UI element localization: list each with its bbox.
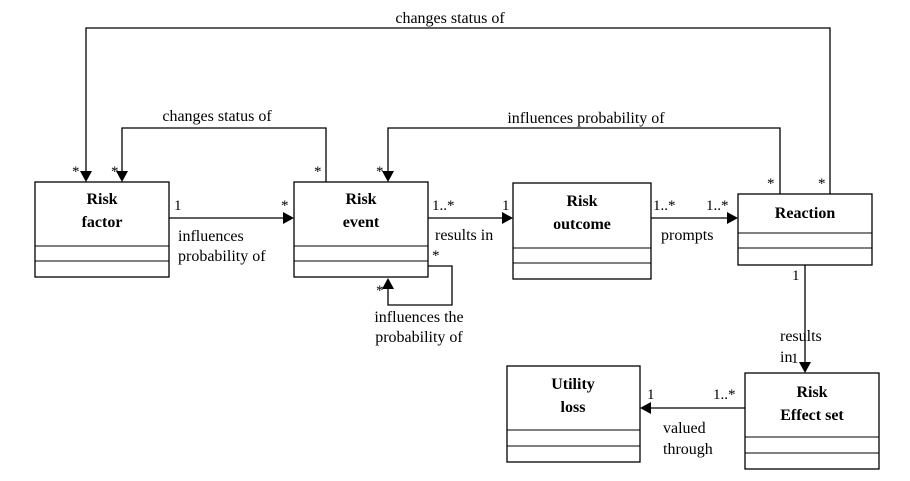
- class-title-line2: Effect set: [780, 407, 844, 424]
- label-factor-influences-line2: probability of: [178, 248, 266, 265]
- class-title-line1: Utility: [551, 376, 595, 393]
- class-risk-event: Risk event: [293, 181, 429, 278]
- arrowhead-event-changes-factor: [116, 171, 128, 182]
- label-event-self-line1: influences the: [374, 309, 463, 326]
- label-event-self-line2: probability of: [375, 329, 463, 346]
- multiplicity-effect-left: 1..*: [713, 387, 736, 403]
- multiplicity-event-right: 1..*: [432, 198, 455, 214]
- multiplicity-effect-top: 1: [791, 351, 799, 367]
- multiplicity-reaction-bottom: 1: [792, 268, 800, 284]
- class-risk-factor: Risk factor: [34, 181, 170, 278]
- label-reaction-changes-factor: changes status of: [395, 10, 505, 27]
- multiplicity-reaction-top-a: *: [767, 176, 775, 192]
- multiplicity-reaction-top-b: *: [818, 176, 826, 192]
- edge-event-changes-factor: [121, 127, 327, 182]
- label-reaction-results-line2: in: [780, 349, 792, 366]
- arrowhead-event-self: [382, 278, 394, 289]
- label-event-results-outcome: results in: [435, 227, 493, 244]
- multiplicity-event-left: *: [281, 198, 289, 214]
- multiplicity-factor-top-a: *: [72, 164, 80, 180]
- arrowhead-outcome-prompts-reaction: [727, 212, 738, 224]
- class-risk-outcome: Risk outcome: [512, 182, 652, 280]
- class-title-line1: Risk: [566, 193, 597, 210]
- class-title-line2: loss: [561, 399, 586, 416]
- multiplicity-factor-right: 1: [174, 198, 182, 214]
- arrowhead-event-results-outcome: [502, 212, 513, 224]
- multiplicity-utility-right: 1: [647, 387, 655, 403]
- multiplicity-outcome-left: 1: [502, 198, 510, 214]
- class-title-line1: Risk: [345, 191, 376, 208]
- arrowhead-reaction-results-effect: [799, 362, 811, 373]
- multiplicity-event-top-right: *: [314, 164, 322, 180]
- multiplicity-factor-top-b: *: [111, 164, 119, 180]
- class-risk-effect-set: Risk Effect set: [744, 372, 880, 470]
- class-title-line1: Risk: [796, 384, 827, 401]
- class-title-line2: outcome: [553, 216, 611, 233]
- label-outcome-prompts-reaction: prompts: [661, 227, 713, 244]
- class-title-line2: factor: [82, 214, 123, 231]
- multiplicity-reaction-left: 1..*: [706, 198, 729, 214]
- multiplicity-event-top-left: *: [376, 164, 384, 180]
- multiplicity-outcome-right: 1..*: [653, 198, 676, 214]
- class-title-line1: Risk: [86, 191, 117, 208]
- label-effect-valued-line1: valued: [663, 420, 706, 437]
- label-reaction-results-line1: results: [780, 328, 822, 345]
- arrowhead-factor-influences-event: [283, 212, 294, 224]
- edge-reaction-influences-event: [387, 127, 781, 194]
- arrowhead-reaction-changes-factor: [80, 171, 92, 182]
- edge-event-self: [387, 265, 453, 306]
- arrowhead-effect-valued-utility: [640, 402, 651, 414]
- label-reaction-influences-event: influences probability of: [507, 110, 665, 127]
- multiplicity-event-self-out: *: [432, 248, 440, 264]
- class-utility-loss: Utility loss: [506, 365, 641, 463]
- class-title-line1: Reaction: [775, 205, 836, 222]
- edge-reaction-changes-factor: [85, 27, 831, 194]
- label-event-changes-factor: changes status of: [162, 108, 272, 125]
- label-factor-influences-line1: influences: [178, 228, 244, 245]
- multiplicity-event-self-in: *: [376, 283, 384, 299]
- arrowhead-reaction-influences-event: [382, 171, 394, 182]
- class-reaction: Reaction: [737, 193, 873, 266]
- class-title-line2: event: [343, 214, 380, 231]
- label-effect-valued-line2: through: [663, 441, 713, 458]
